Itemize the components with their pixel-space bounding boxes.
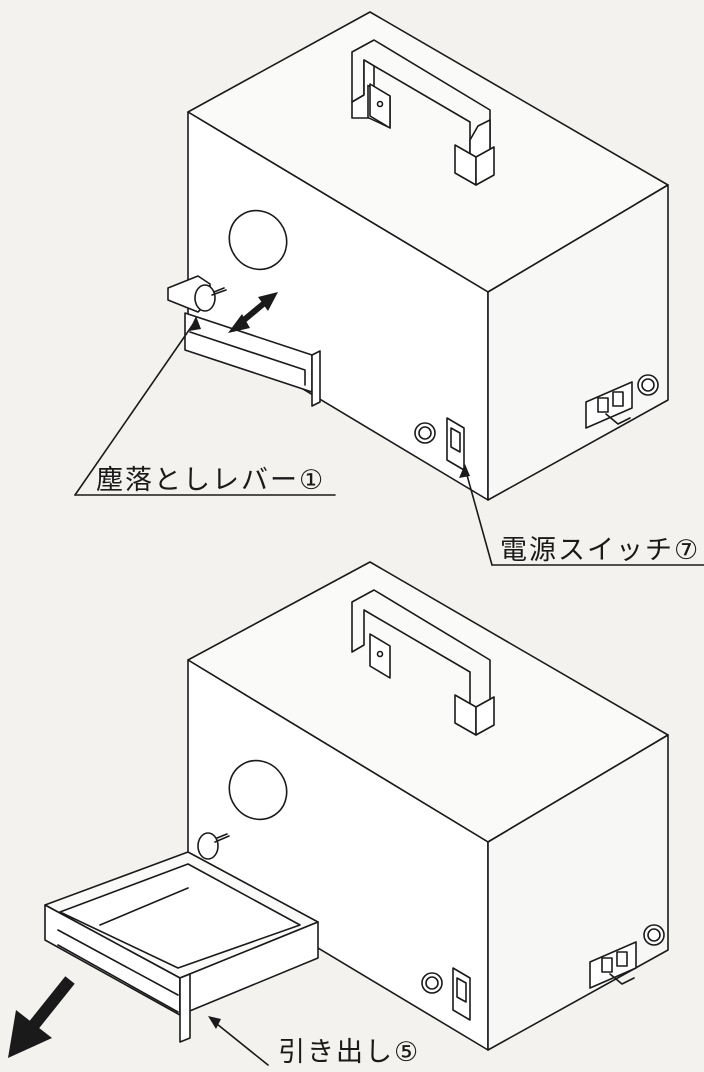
upper-device [74,11,704,566]
carry-handle [351,589,495,736]
leader-dust-lever [74,319,197,496]
carry-handle [351,39,495,186]
dust-lever-label: 塵落としレバー① [96,465,326,496]
front-knob[interactable] [421,972,443,994]
power-socket [589,941,637,989]
leader-power-switch [464,467,493,566]
drawer[interactable] [44,851,319,1043]
power-switch[interactable] [446,417,465,471]
dust-lever-knob[interactable] [197,832,219,860]
side-knob[interactable] [643,924,665,946]
power-socket [585,381,633,429]
dust-lever-knob[interactable] [194,284,216,312]
power-switch-label: 電源スイッチ⑦ [500,535,701,566]
leader-drawer [211,1019,269,1066]
pull-out-arrow-icon [8,976,75,1058]
power-switch[interactable] [452,967,471,1021]
viewing-window [228,209,288,271]
double-headed-arrow-icon [228,292,278,333]
viewing-window [228,759,288,821]
front-knob[interactable] [414,422,436,444]
dust-lever-slot[interactable] [167,275,321,407]
side-knob[interactable] [637,374,659,396]
lower-device [8,561,669,1066]
drawer-label: 引き出し⑤ [278,1037,421,1068]
